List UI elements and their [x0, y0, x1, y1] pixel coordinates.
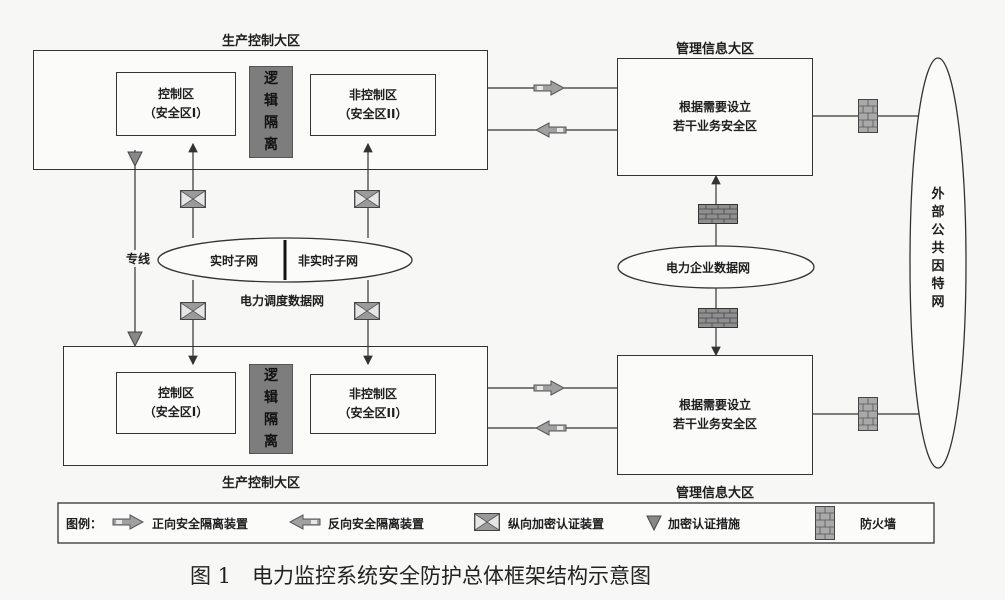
nonrealtime-net-label: 非实时子网: [298, 254, 359, 268]
top-logic-isolation: 逻 辑 隔 离: [249, 66, 293, 158]
dispatch-net-label: 电力调度数据网: [240, 294, 325, 308]
vertical-encryption-icon: [354, 190, 380, 208]
firewall-icon: [698, 308, 738, 328]
bottom-noncontrol-zone: 非控制区 （安全区II）: [310, 374, 436, 434]
internet-char: 特: [931, 277, 945, 292]
internet-ellipse: [909, 57, 967, 469]
logic-char: 离: [264, 434, 278, 450]
firewall-icon: [815, 506, 835, 540]
control-zone-name: 控制区: [157, 386, 194, 400]
logic-char: 隔: [264, 412, 278, 428]
vertical-encryption-icon: [180, 190, 206, 208]
mgmt-zone-line2: 若干业务安全区: [672, 417, 757, 431]
mgmt-zone-line1: 根据需要设立: [678, 398, 751, 412]
forward-isolation-icon: [533, 380, 565, 396]
bottom-region-title: 生产控制大区: [222, 476, 301, 491]
mgmt-bottom-title: 管理信息大区: [676, 486, 755, 501]
internet-char: 公: [931, 223, 945, 238]
vertical-encryption-icon: [474, 513, 500, 531]
legend-crypto: 加密认证措施: [668, 517, 741, 531]
realtime-net-label: 实时子网: [210, 254, 259, 268]
crypto-measure-icon: [646, 515, 662, 532]
legend-reverse: 反向安全隔离装置: [328, 517, 425, 531]
figure-caption: 图 1 电力监控系统安全防护总体框架结构示意图: [190, 564, 652, 588]
mgmt-top-title: 管理信息大区: [676, 42, 755, 57]
firewall-icon: [858, 99, 878, 133]
dedicated-line-label: 专线: [126, 250, 151, 267]
reverse-isolation-icon: [535, 122, 567, 138]
noncontrol-zone-sub: （安全区II）: [338, 406, 408, 420]
internet-char: 外: [931, 187, 945, 202]
forward-isolation-icon: [533, 80, 565, 96]
legend-title: 图例：: [66, 517, 103, 531]
crypto-measure-icon: [127, 331, 143, 348]
vertical-encryption-icon: [354, 302, 380, 320]
internet-char: 因: [931, 259, 945, 274]
internet-char: 共: [931, 241, 945, 256]
legend-frame: [57, 502, 935, 544]
control-zone-sub: （安全区I）: [143, 405, 209, 419]
control-zone-sub: （安全区I）: [143, 106, 209, 120]
noncontrol-zone-name: 非控制区: [348, 88, 397, 102]
mgmt-zone-line2: 若干业务安全区: [672, 119, 757, 133]
mgmt-zone-line1: 根据需要设立: [678, 100, 751, 114]
internet-label: 外 部 公 共 因 特 网: [926, 186, 950, 312]
vertical-encryption-icon: [180, 302, 206, 320]
logic-char: 逻: [264, 368, 278, 384]
internet-char: 网: [931, 295, 945, 310]
legend-firewall: 防火墙: [860, 517, 897, 531]
crypto-measure-icon: [127, 151, 143, 168]
control-zone-name: 控制区: [157, 87, 194, 101]
top-region-title: 生产控制大区: [222, 34, 301, 49]
bottom-mgmt-zone: 根据需要设立 若干业务安全区: [617, 355, 813, 475]
enterprise-net-label: 电力企业数据网: [666, 261, 751, 275]
bottom-control-zone: 控制区 （安全区I）: [116, 372, 236, 434]
logic-char: 隔: [264, 115, 278, 131]
top-links: [488, 87, 617, 429]
enterprise-network-ellipse: [617, 245, 815, 289]
noncontrol-zone-name: 非控制区: [348, 387, 397, 401]
logic-char: 离: [264, 137, 278, 153]
legend-forward: 正向安全隔离装置: [152, 517, 249, 531]
bottom-logic-isolation: 逻 辑 隔 离: [249, 364, 293, 454]
top-control-zone: 控制区 （安全区I）: [116, 72, 236, 136]
top-noncontrol-zone: 非控制区 （安全区II）: [310, 74, 436, 136]
logic-char: 辑: [264, 93, 278, 109]
firewall-icon: [858, 397, 878, 431]
firewall-icon: [698, 204, 738, 224]
noncontrol-zone-sub: （安全区II）: [338, 107, 408, 121]
internet-links: [813, 115, 920, 415]
top-mgmt-zone: 根据需要设立 若干业务安全区: [617, 58, 813, 176]
reverse-isolation-icon: [535, 420, 567, 436]
internet-char: 部: [931, 205, 945, 220]
legend-vertical: 纵向加密认证装置: [508, 517, 605, 531]
logic-char: 逻: [264, 71, 278, 87]
logic-char: 辑: [264, 390, 278, 406]
